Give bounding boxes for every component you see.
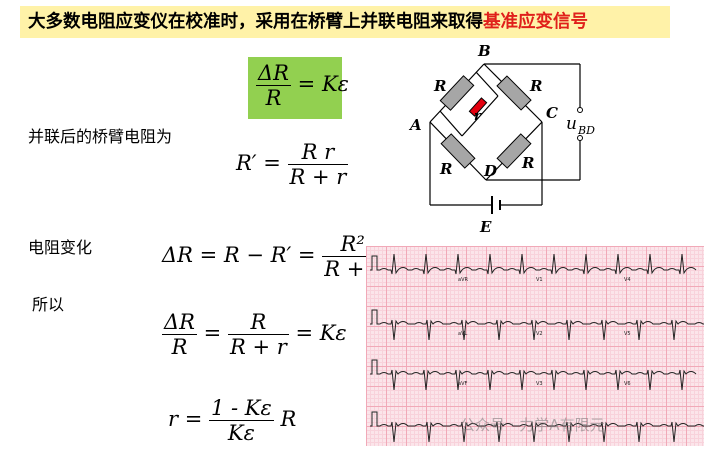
node-c-label: C [546, 104, 558, 122]
watermark: 公众号 · 力学A有限元 [460, 416, 605, 434]
resistor-tl-label: R [433, 77, 446, 95]
terminal-b-icon [577, 107, 583, 113]
formula-rprime: R′ = R r R + r [236, 140, 349, 189]
formula-ratio-rhs: = Kε [295, 321, 347, 345]
formula-ratio-eq: = [203, 321, 222, 345]
voltage-u-label: u [566, 114, 577, 134]
label-change: 电阻变化 [28, 238, 93, 257]
title-highlight: 基准应变信号 [483, 12, 588, 32]
ecg-trace-row [370, 253, 697, 275]
formula-rprime-den: R + r [289, 165, 347, 189]
bridge-circuit-diagram: B A C D E R R R R r u BD [408, 42, 595, 236]
resistor-tr-icon [496, 75, 532, 111]
formula-top-num: ΔR [256, 61, 291, 86]
resistor-small-r-label: r [474, 109, 482, 124]
ecg-trace-row [370, 411, 706, 443]
formula-top-den: R [265, 86, 282, 110]
formula-ratio-num1: ΔR [162, 310, 197, 335]
formula-delta-lhs: ΔR = R − R′ = [162, 243, 316, 267]
node-d-label: D [483, 162, 497, 180]
title-banner: 大多数电阻应变仪在校准时，采用在桥臂上并联电阻来取得基准应变信号 [20, 6, 670, 38]
node-b-label: B [477, 42, 491, 60]
formula-rprime-num: R r [287, 140, 349, 165]
ecg-lead-label: V4 [624, 277, 631, 283]
ecg-lead-label: aVR [458, 277, 468, 283]
resistor-small-r-icon [468, 97, 488, 117]
ecg-lead-label: V6 [624, 381, 631, 387]
ecg-lead-label: V3 [536, 381, 543, 387]
ecg-trace-row [370, 359, 697, 391]
formula-r-lhs: r = [168, 407, 203, 431]
voltage-u-subscript: BD [577, 124, 595, 137]
label-parallel: 并联后的桥臂电阻为 [28, 127, 173, 146]
terminal-d-icon [577, 135, 583, 141]
formula-ratio-den1: R [171, 335, 188, 359]
formula-rprime-lhs: R′ = [236, 151, 281, 175]
ecg-lead-label: V1 [536, 277, 543, 283]
formula-r-tail: R [280, 407, 297, 431]
ecg-lead-label: V2 [536, 331, 543, 337]
resistor-br-label: R [521, 154, 534, 172]
ecg-traces: aVR V1 V4 aVL V2 V5 aVF V3 V6 [370, 253, 706, 443]
formula-ratio-den2: R + r [229, 335, 287, 359]
formula-delta-num: R² [322, 232, 384, 257]
label-therefore: 所以 [32, 295, 65, 314]
ecg-lead-label: V5 [624, 331, 631, 337]
resistor-tr-label: R [529, 77, 542, 95]
node-a-label: A [408, 116, 422, 134]
ecg-lead-label: aVL [458, 331, 467, 337]
formula-ratio-num2: R [227, 310, 289, 335]
ecg-lead-label: aVF [458, 381, 467, 387]
formula-r-num: 1 - Kε [209, 396, 274, 421]
formula-delta: ΔR = R − R′ = R² R + r [162, 232, 384, 281]
ecg-trace-row [370, 309, 706, 341]
resistor-bl-icon [440, 133, 476, 169]
resistor-tl-icon [439, 75, 475, 111]
formula-box-top: ΔR R = Kε [248, 57, 349, 119]
resistor-bl-label: R [439, 160, 452, 178]
bridge-wires [429, 63, 581, 214]
title-text: 大多数电阻应变仪在校准时，采用在桥臂上并联电阻来取得 [28, 12, 483, 32]
formula-top-rhs: = Kε [297, 72, 349, 96]
formula-ratio: ΔR R = R R + r = Kε [162, 310, 347, 359]
formula-r-den: Kε [227, 421, 255, 445]
resistor-br-icon [496, 133, 532, 169]
ecg-image: aVR V1 V4 aVL V2 V5 aVF V3 V6 [366, 246, 706, 446]
node-e-label: E [479, 218, 492, 236]
formula-r: r = 1 - Kε Kε R [168, 396, 296, 445]
